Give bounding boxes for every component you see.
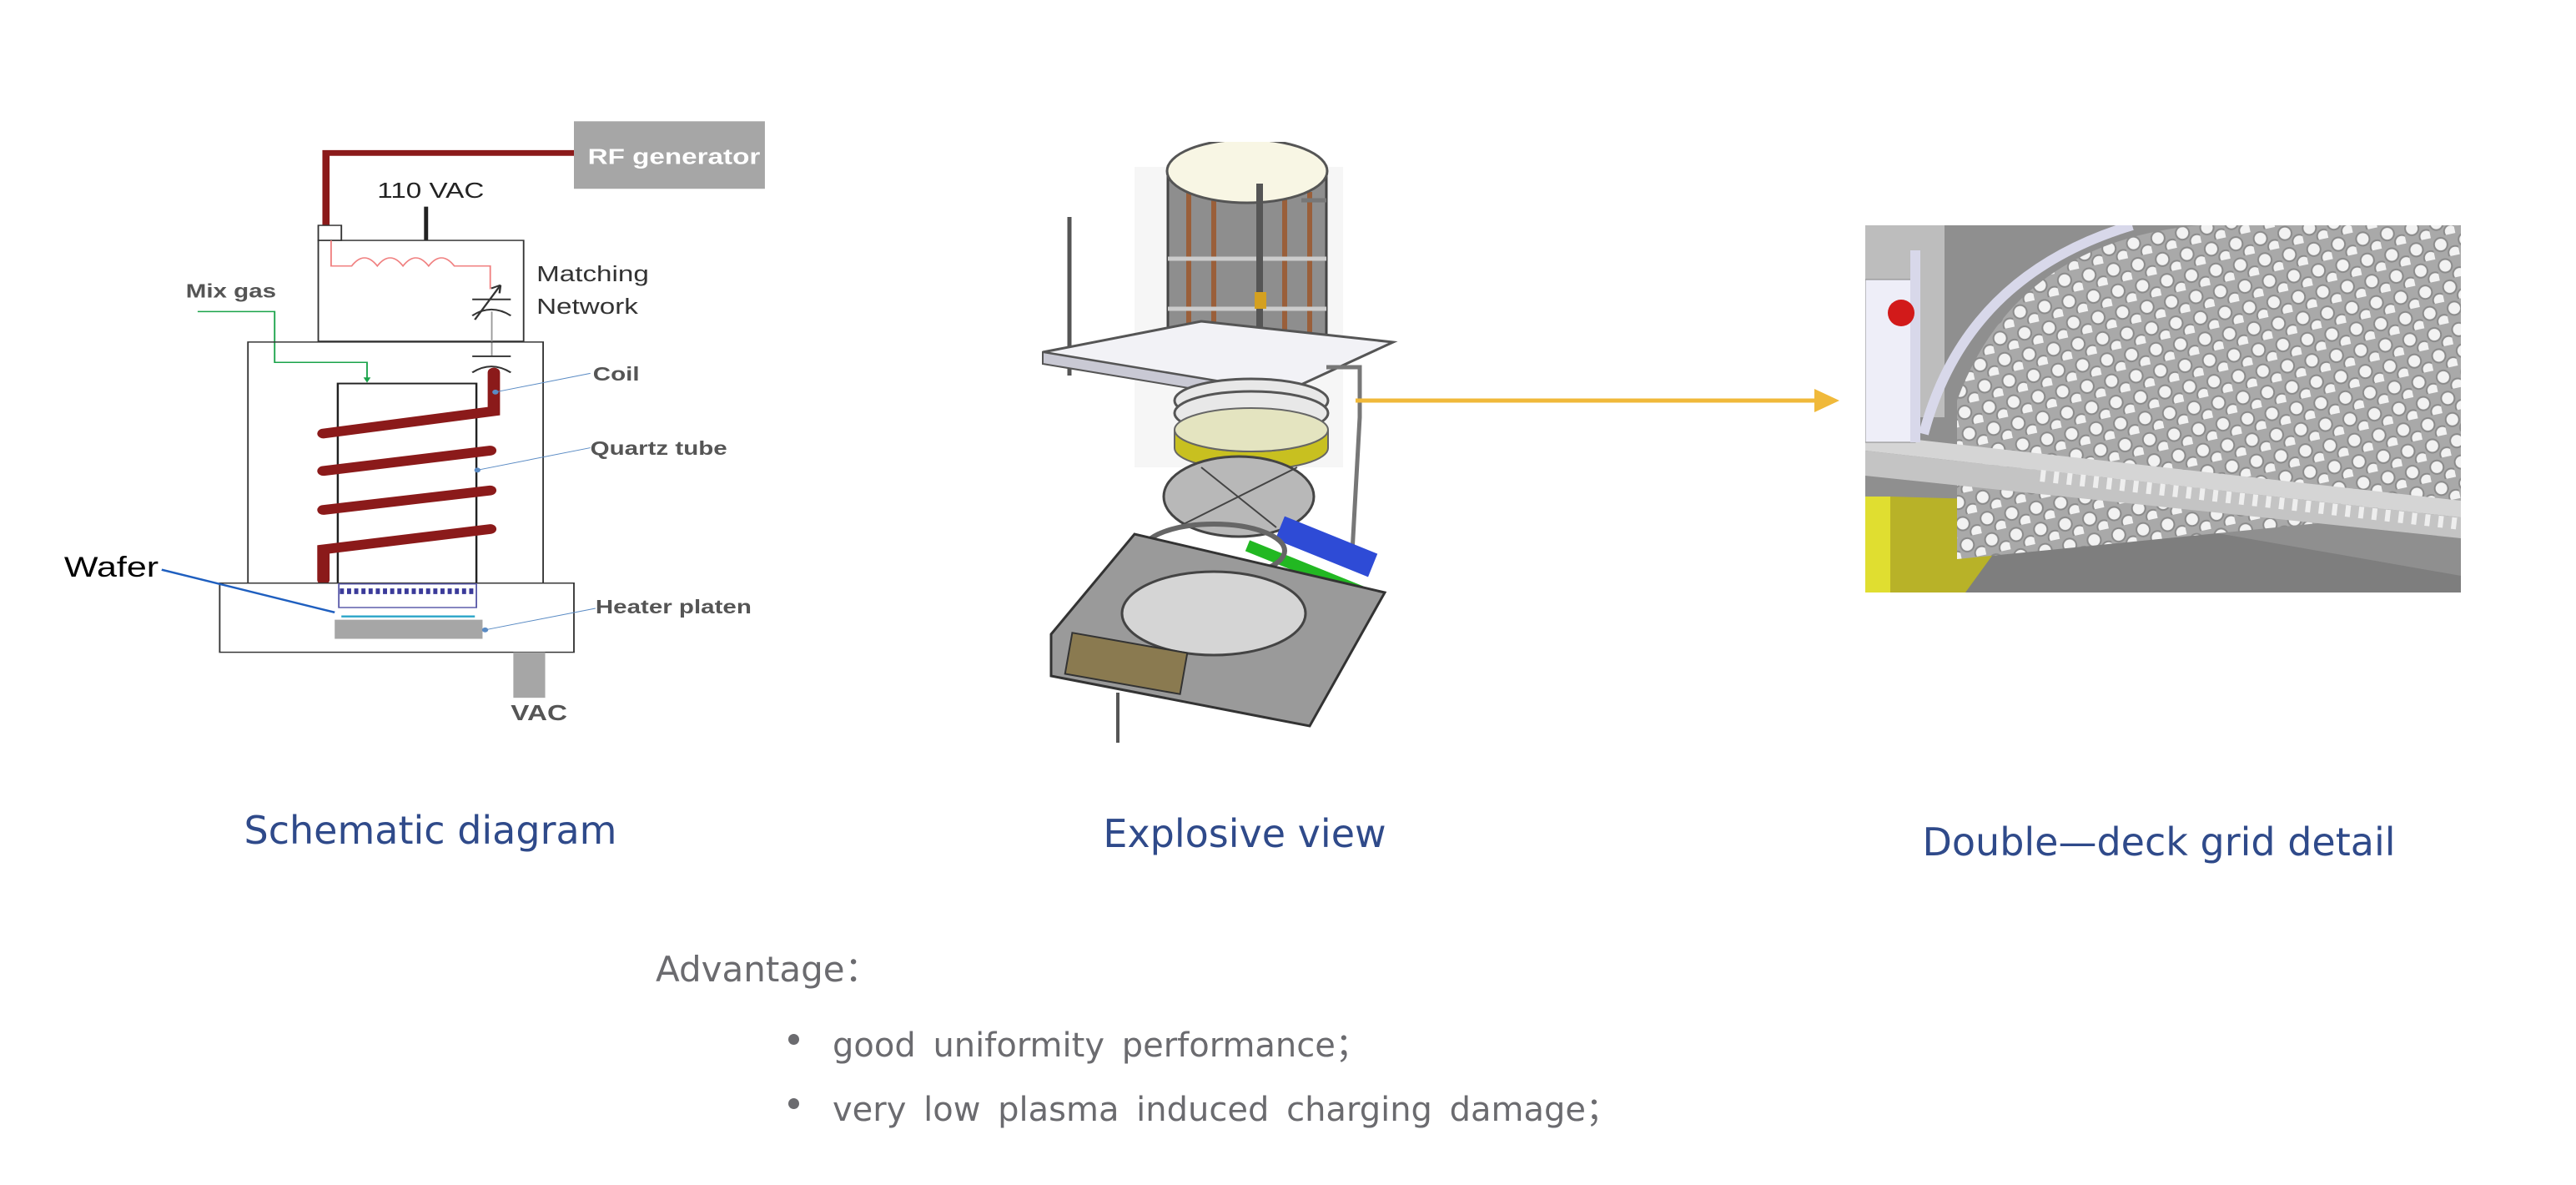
caption-explosive: Explosive view: [1103, 811, 1386, 856]
matching-network-label-1: Matching: [536, 262, 649, 286]
coil-leader: [495, 372, 591, 393]
advantage-heading: Advantage：: [656, 949, 880, 990]
advantage-item-text: good uniformity performance；: [833, 1026, 1369, 1065]
quartz-tube-leader: [477, 447, 591, 471]
showerhead-grid: [338, 583, 477, 608]
heater-platen-label: Heater platen: [596, 596, 752, 618]
rf-generator-box: [574, 121, 765, 189]
rf-generator-label: RF generator: [588, 145, 761, 169]
wafer-leader: [161, 568, 335, 614]
bullet-icon: [788, 1033, 799, 1045]
advantage-item: very low plasma induced charging damage；: [788, 1082, 1619, 1131]
heater-leader: [485, 608, 596, 631]
vac-pillar: [513, 652, 546, 698]
mix-gas-line: [197, 310, 368, 381]
red-marker: [1888, 300, 1914, 326]
matching-network-label-2: Network: [536, 295, 639, 319]
wafer-label: Wafer: [64, 552, 158, 583]
gas-arrowhead: [363, 377, 371, 383]
quartz-tube-label: Quartz tube: [591, 437, 727, 459]
capacitor-icon: [471, 355, 512, 374]
advantage-item-text: very low plasma induced charging damage；: [833, 1091, 1620, 1129]
grid-detail-image: [1865, 225, 2461, 592]
detail-arrow: [1356, 389, 1839, 412]
matching-network-box: [317, 240, 525, 342]
explosive-view-image: [1042, 142, 1398, 743]
mix-gas-label: Mix gas: [186, 280, 276, 301]
connector: [317, 224, 343, 241]
heater: [335, 619, 483, 639]
advantage-item: good uniformity performance；: [788, 1018, 1369, 1066]
coil: [317, 367, 501, 585]
variable-capacitor-icon: [471, 284, 512, 320]
rf-cable: [322, 149, 574, 227]
cylinder-top: [1165, 142, 1329, 204]
vac-110-label: 110 VAC: [377, 179, 484, 203]
schematic-diagram: RF generator 110 VAC Matching Network Mi…: [64, 121, 765, 725]
caption-schematic: Schematic diagram: [244, 808, 617, 853]
inductor: [330, 240, 491, 290]
caption-grid-detail: Double—deck grid detail: [1922, 819, 2396, 865]
bullet-icon: [788, 1097, 799, 1109]
coil-label: Coil: [593, 363, 640, 385]
vac-label: VAC: [511, 701, 567, 725]
